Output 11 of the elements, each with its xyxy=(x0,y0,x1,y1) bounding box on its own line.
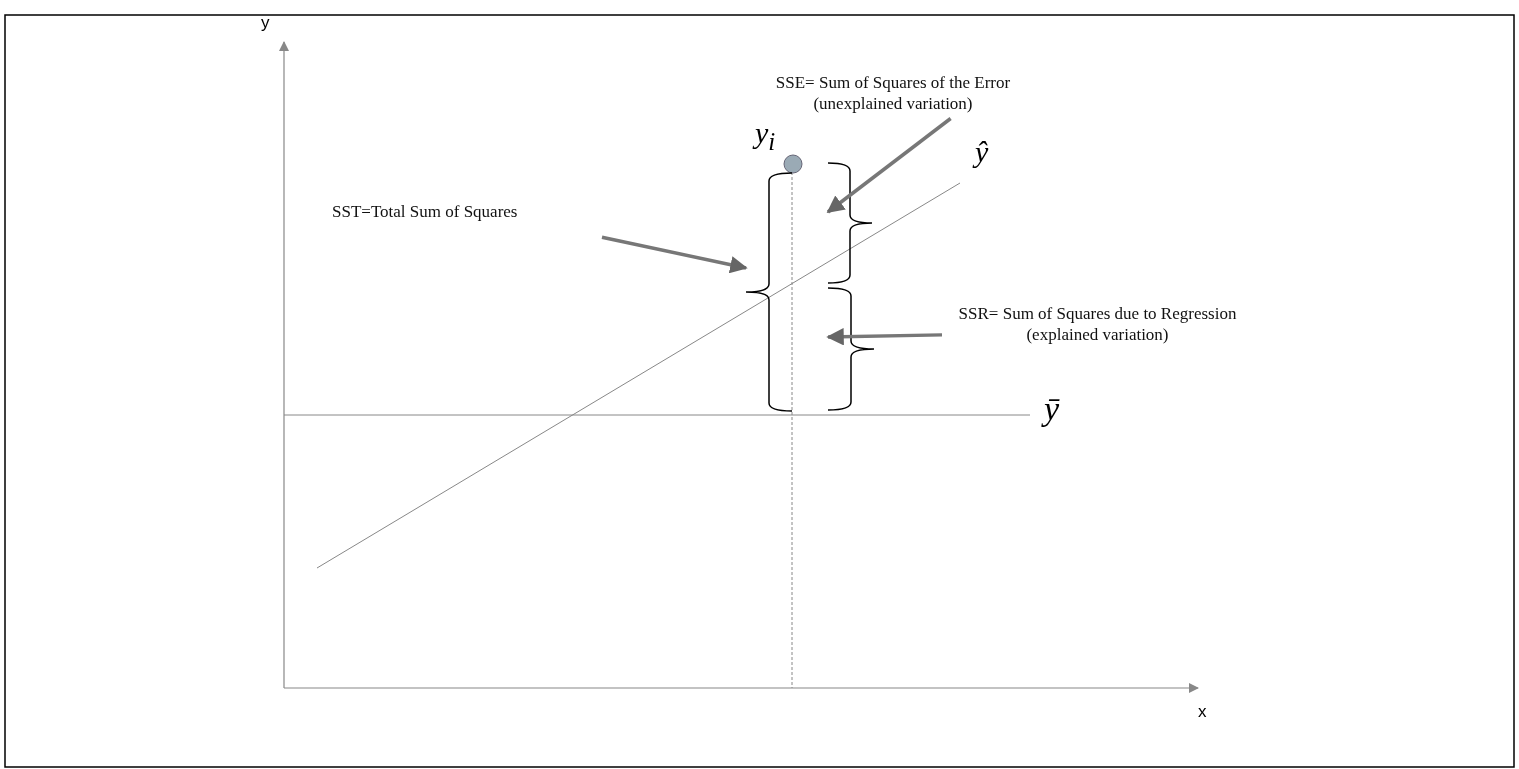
axis-label: y xyxy=(261,14,270,33)
arrow xyxy=(601,235,748,274)
annotation-text: SSR= Sum of Squares due to Regression (explained variation) xyxy=(945,303,1250,346)
axis-label: x xyxy=(1198,703,1207,722)
annotation-text: SSE= Sum of Squares of the Error (unexplained variation) xyxy=(762,72,1024,115)
curly-brace xyxy=(828,287,874,411)
arrow xyxy=(826,327,943,346)
curly-brace xyxy=(828,162,872,284)
arrow xyxy=(826,117,952,214)
annotation-text: SST=Total Sum of Squares xyxy=(332,201,562,223)
curly-brace xyxy=(746,172,792,412)
